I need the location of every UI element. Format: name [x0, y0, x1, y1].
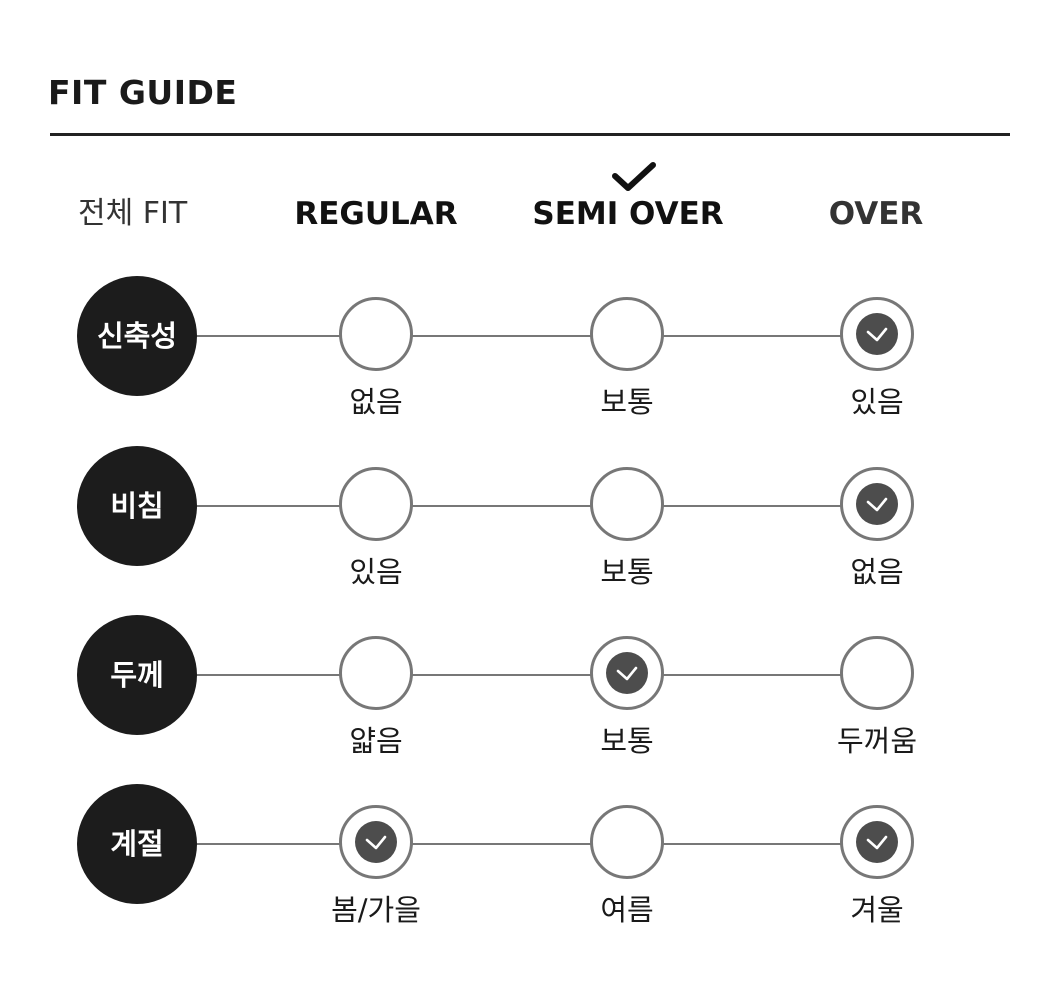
option-label: 여름 [600, 893, 654, 927]
option-circle-selected[interactable] [590, 636, 664, 710]
check-icon [866, 835, 888, 850]
option-circle-selected[interactable] [840, 467, 914, 541]
option-circle-selected[interactable] [840, 805, 914, 879]
option-label: 보통 [600, 724, 654, 758]
selected-dot [856, 483, 898, 525]
fit-label: 전체 FIT [78, 196, 188, 231]
selected-dot [856, 821, 898, 863]
column-header-semi-over: SEMI OVER [532, 196, 724, 232]
check-icon [365, 835, 387, 850]
option-circle[interactable] [840, 636, 914, 710]
option-circle-selected[interactable] [339, 805, 413, 879]
option-label: 보통 [600, 385, 654, 419]
checkmark-icon [612, 162, 656, 191]
page-title: FIT GUIDE [48, 73, 238, 112]
option-label: 있음 [349, 555, 403, 589]
option-label: 봄/가을 [331, 893, 421, 927]
selected-dot [606, 652, 648, 694]
option-label: 보통 [600, 555, 654, 589]
check-icon [866, 497, 888, 512]
selected-dot [856, 313, 898, 355]
category-badge: 두께 [77, 615, 197, 735]
row-connector-line [196, 505, 876, 507]
option-circle[interactable] [339, 467, 413, 541]
option-circle[interactable] [590, 297, 664, 371]
option-label: 얇음 [349, 724, 403, 758]
option-label: 있음 [850, 385, 904, 419]
row-connector-line [196, 674, 876, 676]
option-label: 겨울 [850, 893, 904, 927]
selected-dot [355, 821, 397, 863]
option-circle[interactable] [590, 467, 664, 541]
category-badge: 계절 [77, 784, 197, 904]
option-circle-selected[interactable] [840, 297, 914, 371]
column-header-regular: REGULAR [294, 196, 458, 232]
category-badge: 신축성 [77, 276, 197, 396]
row-connector-line [196, 335, 876, 337]
category-badge: 비침 [77, 446, 197, 566]
fit-row-season: 계절 봄/가을 여름 겨울 [0, 784, 1040, 944]
check-icon [616, 666, 638, 681]
option-circle[interactable] [339, 297, 413, 371]
row-connector-line [196, 843, 876, 845]
fit-row-stretch: 신축성 없음 보통 있음 [0, 276, 1040, 436]
option-label: 두꺼움 [836, 724, 918, 758]
fit-row-thickness: 두께 얇음 보통 두꺼움 [0, 615, 1040, 775]
option-label: 없음 [850, 555, 904, 589]
option-circle[interactable] [339, 636, 413, 710]
title-divider [50, 133, 1010, 136]
fit-row-sheerness: 비침 있음 보통 없음 [0, 446, 1040, 606]
option-circle[interactable] [590, 805, 664, 879]
column-header-over: OVER [828, 196, 924, 232]
check-icon [866, 327, 888, 342]
option-label: 없음 [349, 385, 403, 419]
